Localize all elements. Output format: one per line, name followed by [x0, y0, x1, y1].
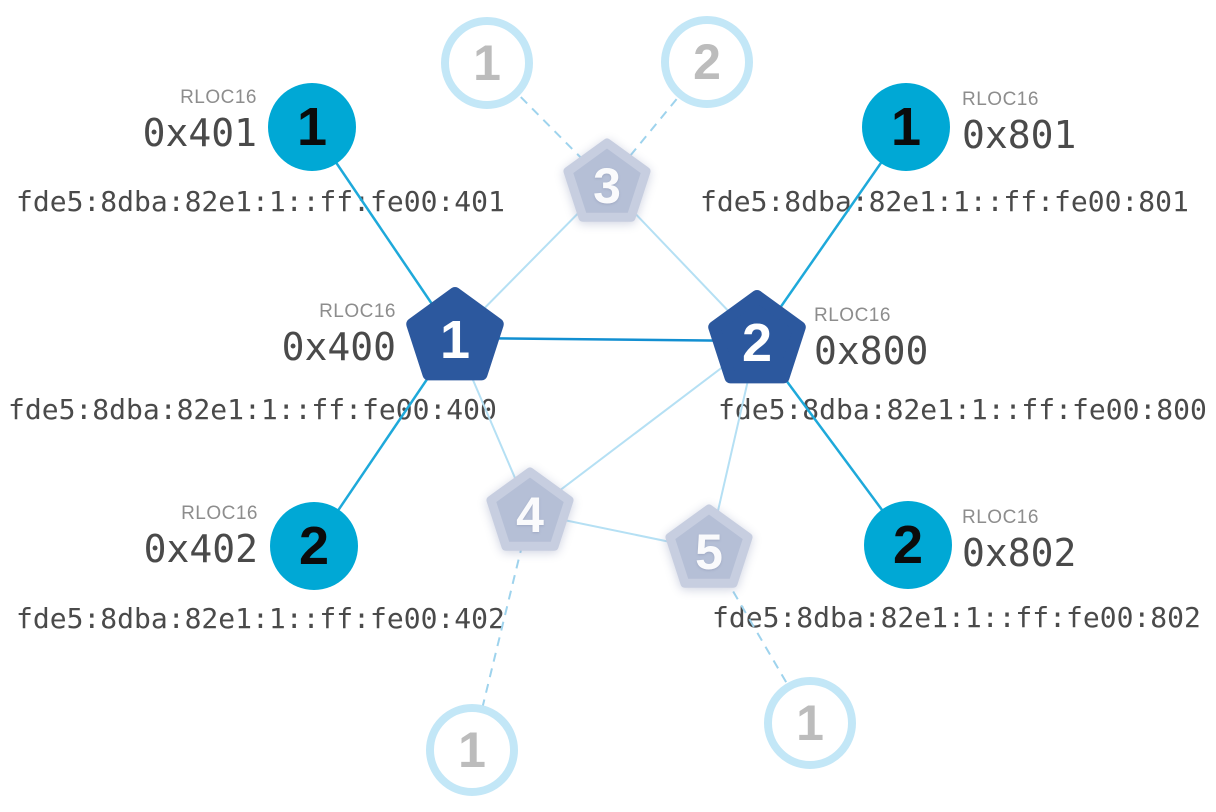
rloc16-value: 0x402 [143, 527, 258, 571]
link-router-2--router-4 [529, 340, 758, 514]
rloc16-value: 0x400 [281, 325, 396, 369]
link-router-1--router-2 [454, 336, 758, 343]
router-4-node[interactable]: 4 [470, 453, 590, 573]
child-2-of-router-2-ipv6-address: fde5:8dba:82e1:1::ff:fe00:802 [712, 601, 1201, 634]
router-2-node[interactable]: 2 [697, 281, 817, 401]
child-faded-top-left-node[interactable]: 1 [441, 17, 533, 109]
child-faded-bottom-left-node[interactable]: 1 [426, 704, 518, 796]
router-3-node[interactable]: 3 [547, 124, 667, 244]
child-1-of-router-1-node[interactable]: 1 [268, 83, 356, 171]
node-number: 5 [695, 524, 723, 580]
rloc16-caption: RLOC16 [180, 87, 257, 108]
node-number: 2 [298, 516, 330, 576]
rloc16-caption: RLOC16 [319, 301, 396, 322]
child-1-of-router-1-ipv6-address: fde5:8dba:82e1:1::ff:fe00:401 [16, 185, 505, 218]
router-pentagon-icon [406, 287, 504, 381]
child-faded-bottom-right-node[interactable]: 1 [764, 677, 856, 769]
child-2-of-router-2-rloc-label: RLOC16 0x802 [962, 506, 1202, 576]
node-number: 3 [593, 158, 621, 214]
router-2-rloc-label: RLOC16 0x800 [814, 304, 1054, 374]
child-2-of-router-1-node[interactable]: 2 [270, 502, 358, 590]
faded-router-pentagon-icon [665, 504, 753, 588]
node-number: 1 [458, 722, 486, 778]
faded-router-pentagon-icon [486, 467, 574, 551]
node-number: 1 [890, 97, 922, 157]
node-number: 1 [473, 35, 501, 91]
node-number: 1 [796, 695, 824, 751]
router-5-node[interactable]: 5 [649, 490, 769, 610]
rloc16-value: 0x401 [142, 111, 257, 155]
router-1-ipv6-address: fde5:8dba:82e1:1::ff:fe00:400 [8, 393, 497, 426]
child-1-of-router-2-rloc-label: RLOC16 0x801 [962, 88, 1202, 158]
rloc16-caption: RLOC16 [181, 503, 258, 524]
link-router-4--child-faded-bottom-left [471, 512, 531, 751]
router-pentagon-icon [708, 290, 806, 384]
faded-router-pentagon-icon [563, 138, 651, 222]
rloc16-caption: RLOC16 [814, 305, 891, 326]
router-1-node[interactable]: 1 [395, 278, 515, 398]
child-2-of-router-1-rloc-label: RLOC16 0x402 [18, 502, 258, 572]
child-1-of-router-2-node[interactable]: 1 [862, 83, 950, 171]
rloc16-caption: RLOC16 [962, 507, 1039, 528]
child-2-of-router-1-ipv6-address: fde5:8dba:82e1:1::ff:fe00:402 [16, 602, 505, 635]
node-number: 2 [892, 515, 924, 575]
rloc16-value: 0x802 [962, 531, 1077, 575]
node-number: 2 [693, 34, 721, 90]
child-1-of-router-1-rloc-label: RLOC16 0x401 [17, 86, 257, 156]
rloc16-value: 0x800 [814, 329, 929, 373]
rloc16-value: 0x801 [962, 113, 1077, 157]
node-number: 4 [516, 487, 544, 543]
node-number: 1 [296, 97, 328, 157]
node-number: 1 [439, 310, 471, 370]
child-2-of-router-2-node[interactable]: 2 [864, 501, 952, 589]
link-child-faded-top-left--router-3 [486, 62, 608, 185]
rloc16-caption: RLOC16 [962, 89, 1039, 110]
child-1-of-router-2-ipv6-address: fde5:8dba:82e1:1::ff:fe00:801 [700, 185, 1189, 218]
child-faded-top-right-node[interactable]: 2 [661, 16, 753, 108]
router-1-rloc-label: RLOC16 0x400 [156, 300, 396, 370]
node-number: 2 [741, 313, 773, 373]
